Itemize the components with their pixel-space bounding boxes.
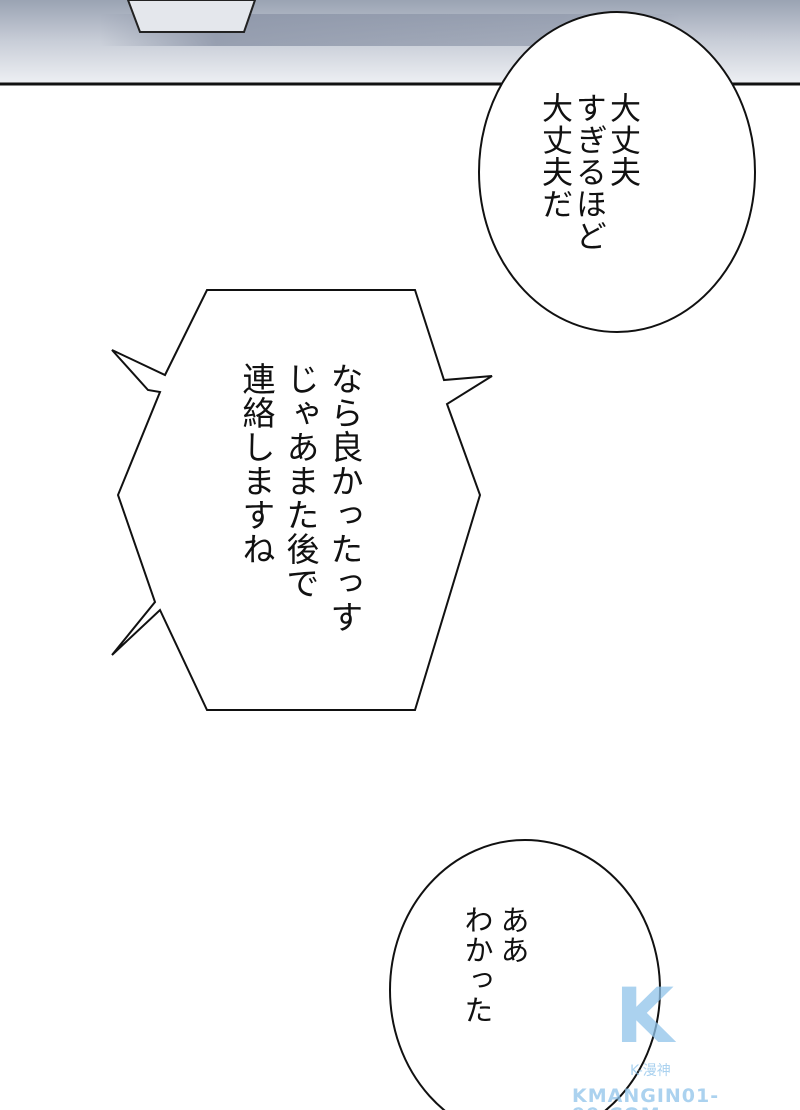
- bubble-1-line-1: 大丈夫: [604, 92, 640, 188]
- bubble-1-line-3: 大丈夫だ: [536, 92, 572, 220]
- watermark-logo: K: [615, 971, 674, 1060]
- speech-bubble-2: [111, 289, 493, 711]
- bubble-2-line-3: 連絡しますね: [237, 362, 276, 566]
- bubble-2-line-2: じゃあまた後で: [281, 362, 320, 600]
- bubble-2-line-1: なら良かったっす: [325, 362, 364, 634]
- bubble-1-line-2: すぎるほど: [570, 92, 606, 252]
- watermark-site: KMANGIN01-99.COM: [572, 1085, 720, 1110]
- bubble-3-line-2: わかった: [460, 905, 494, 1025]
- watermark-subtitle: K-漫神: [630, 1063, 671, 1079]
- speech-bubble-3: [389, 839, 661, 1110]
- speech-bubble-1: [478, 11, 756, 333]
- bubble-3-line-1: ああ: [496, 905, 530, 965]
